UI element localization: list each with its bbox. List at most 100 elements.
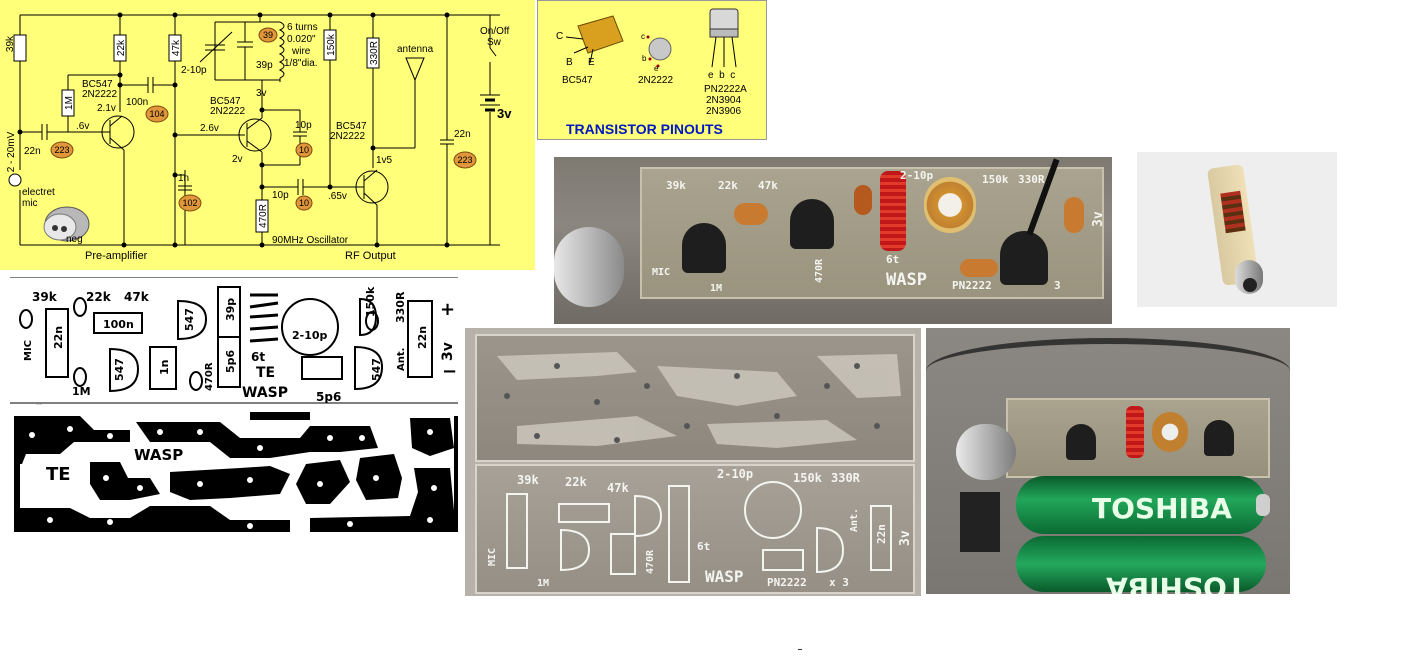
mic-label-1: electret xyxy=(22,187,55,198)
r47k-label: 47k xyxy=(171,39,182,56)
c-coup-label: 100n xyxy=(126,97,148,108)
layout-c5p6b: 5p6 xyxy=(316,390,341,404)
layout-r330: 330R xyxy=(394,291,407,323)
foil-drawing: TE WASP xyxy=(14,412,458,532)
bc547-package-icon xyxy=(565,15,624,64)
c39-label: 39p xyxy=(256,60,273,71)
asm-150k: 150k xyxy=(982,173,1009,186)
foil-te: TE xyxy=(46,464,71,485)
battery-brand-labels: TOSHIBA TOSHIBA xyxy=(1092,492,1246,594)
asm-pn2222: PN2222 xyxy=(952,279,992,292)
asm-22k: 22k xyxy=(718,179,738,192)
r330-label: 330R xyxy=(369,41,380,65)
pcb-6t: 6t xyxy=(697,540,710,553)
switch-label-1: On/Off xyxy=(480,26,509,37)
q3-label-2: 2N2222 xyxy=(330,131,365,142)
r39k-label: 39k xyxy=(5,35,16,52)
layout-r22k: 22k xyxy=(86,290,112,304)
asm-47k: 47k xyxy=(758,179,778,192)
v7-label: 1v5 xyxy=(376,155,393,166)
component-layout-diagram: 39k 22k 47k 150k 330R MIC 22n 100n 1M 54… xyxy=(10,276,458,407)
v2-label: .6v xyxy=(76,121,89,132)
transistor-pinouts-panel: C B E BC547 c b e 2N2222 e b c PN2222A 2… xyxy=(537,0,767,140)
layout-c100n: 100n xyxy=(103,318,134,331)
layout-drawing: 39k 22k 47k 150k 330R MIC 22n 100n 1M 54… xyxy=(10,276,458,407)
section-preamp: Pre-amplifier xyxy=(85,250,148,262)
pcb-150k: 150k xyxy=(793,471,823,485)
layout-c39p: 39p xyxy=(224,298,237,321)
c-in-code: 223 xyxy=(54,145,69,155)
q2-label-1: BC547 xyxy=(210,96,241,107)
layout-q547c: 547 xyxy=(370,358,383,381)
foil-wasp: WASP xyxy=(134,446,183,464)
coil-line-4: 1/8"dia. xyxy=(284,58,318,69)
pcb-copper-side xyxy=(475,334,915,462)
asm-39k: 39k xyxy=(666,179,686,192)
pcb-22k: 22k xyxy=(565,475,587,489)
2n2222-name: 2N2222 xyxy=(638,75,673,86)
layout-r1m: 1M xyxy=(72,385,91,398)
bare-pcb-photo: 39k 22k 47k 2-10p 150k 330R Ant. 22n 3v … xyxy=(465,328,921,596)
c10b-label: 10p xyxy=(272,190,289,201)
layout-r150k: 150k xyxy=(364,286,377,317)
pcb-470r: 470R xyxy=(645,549,656,574)
q1-label-2: 2N2222 xyxy=(82,89,117,100)
pcb-foil-pattern: TE WASP xyxy=(10,408,460,540)
layout-c22n: 22n xyxy=(52,326,65,349)
layout-c1n: 1n xyxy=(158,360,171,376)
2n2222-package-icon xyxy=(646,35,672,68)
stray-mark xyxy=(798,649,802,650)
2n2222-pin-b: b xyxy=(642,54,647,63)
r1m-label: 1M xyxy=(64,96,75,110)
layout-text: 39k 22k 47k 150k 330R MIC 22n 100n 1M 54… xyxy=(23,286,457,407)
asm-3v: 3v xyxy=(1091,211,1106,227)
c-in-label: 22n xyxy=(24,146,41,157)
pcb-1m: 1M xyxy=(537,578,549,589)
layout-minus: − xyxy=(442,361,457,382)
pcb-x3: x 3 xyxy=(829,576,849,589)
layout-plus: + xyxy=(440,299,455,320)
layout-te: TE xyxy=(256,365,275,381)
neg-label: neg xyxy=(66,234,83,245)
battery-top xyxy=(1016,476,1270,534)
pcb-3v: 3v xyxy=(898,530,913,546)
pn2222-pins: e b c xyxy=(708,70,735,81)
section-osc: 90MHz Oscillator xyxy=(272,235,349,246)
v5-label: 3v xyxy=(256,88,267,99)
layout-c22nb: 22n xyxy=(416,326,429,349)
pn2222-name-2: 2N3904 xyxy=(706,95,741,106)
layout-r47k: 47k xyxy=(124,290,150,304)
input-level-label: 2 - 20mV xyxy=(6,131,17,172)
battery-assembly-photo: TOSHIBA TOSHIBA xyxy=(926,328,1290,594)
asm-1m: 1M xyxy=(710,283,722,294)
layout-q547b: 547 xyxy=(183,308,196,331)
v3-label: 2.6v xyxy=(200,123,219,134)
c10a-label: 10p xyxy=(295,120,312,131)
schematic-drawing: 39k 22k 47k 150k 330R 1M 470R 2 - 20mV 2… xyxy=(5,12,512,262)
c-1n-label: 1n xyxy=(178,173,189,184)
assembled-board-photo: 39k 22k 47k 2-10p 150k 330R 3v MIC 1M 47… xyxy=(554,157,1112,324)
asm-mic: MIC xyxy=(652,267,670,278)
layout-r39k: 39k xyxy=(32,290,58,304)
pcb-trim: 2-10p xyxy=(717,467,753,481)
q1-label-1: BC547 xyxy=(82,79,113,90)
side-view-photo xyxy=(1137,152,1337,307)
pcb-ant: Ant. xyxy=(849,508,860,532)
switch-label-2: Sw xyxy=(487,37,502,48)
trimmer-label: 2-10p xyxy=(181,65,207,76)
bc547-pin-e: E xyxy=(588,57,595,68)
layout-r470: 470R xyxy=(204,362,215,391)
asm-wasp: WASP xyxy=(886,270,927,290)
2n2222-pin-e: e xyxy=(654,64,659,73)
c-coup-code: 104 xyxy=(149,109,164,119)
pcb-pn2222: PN2222 xyxy=(767,576,807,589)
c39-code: 39 xyxy=(263,30,273,40)
r22k-label: 22k xyxy=(116,39,127,56)
silkscreen-drawing: 39k 22k 47k 2-10p 150k 330R Ant. 22n 3v … xyxy=(487,467,913,589)
layout-dash: _ xyxy=(36,392,42,405)
battery-brand-bottom: TOSHIBA xyxy=(1106,571,1246,594)
bc547-pin-b: B xyxy=(566,57,573,68)
asm-6t: 6t xyxy=(886,253,899,266)
c10b-code: 10 xyxy=(299,198,309,208)
layout-q547a: 547 xyxy=(113,358,126,381)
